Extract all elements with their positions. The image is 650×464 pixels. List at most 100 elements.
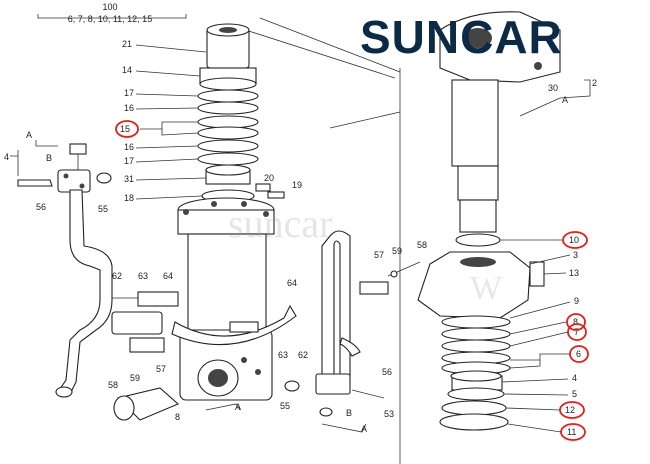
bracket-4 [10, 150, 19, 176]
part-20-bolt [255, 183, 271, 192]
pipe-53-block [315, 373, 351, 395]
part-56-bolt [17, 179, 53, 187]
label-2: 2 [592, 78, 597, 88]
part-b-bolt-head [69, 143, 87, 155]
label-17b: 17 [124, 156, 134, 166]
watermark: suncar [228, 201, 333, 246]
label-30: 30 [548, 83, 558, 93]
label-56a: 56 [36, 202, 46, 212]
label-4: 4 [4, 152, 9, 162]
label-11: 11 [567, 427, 576, 437]
bracket-a2 [205, 403, 241, 411]
left-bracket [110, 291, 179, 353]
cylinder-flange [177, 209, 275, 235]
seal-ring-17b [197, 152, 259, 166]
label-58a: 58 [417, 240, 427, 250]
ring-12 [441, 400, 507, 416]
circle-15 [115, 120, 139, 138]
rod-lower [459, 199, 497, 233]
label-16b: 16 [124, 142, 134, 152]
label-4b: 4 [572, 373, 577, 383]
part-b2-washer [319, 407, 333, 417]
ring-11 [439, 413, 509, 431]
seal-ring-15b [197, 126, 259, 140]
elbow-end [113, 395, 135, 421]
rod-upper [451, 79, 499, 167]
label-63a: 63 [138, 271, 148, 281]
bracket-plate [137, 291, 179, 307]
kit-header: 100 6, 7, 8, 10, 11, 12, 15 [37, 2, 187, 24]
label-18: 18 [124, 193, 134, 203]
label-b1: B [46, 153, 52, 163]
bracket-a3 [321, 423, 367, 433]
label-58b: 58 [108, 380, 118, 390]
kit-bracket [37, 14, 187, 19]
part-14-edge [199, 77, 257, 91]
label-17a: 17 [124, 88, 134, 98]
label-62b: 62 [298, 350, 308, 360]
bracket-block [111, 311, 163, 335]
part-30-pin [534, 62, 542, 70]
ring-7 [441, 339, 511, 353]
label-64b: 64 [287, 278, 297, 288]
part-31-top [205, 164, 251, 176]
label-55b: 55 [280, 401, 290, 411]
circle-8 [566, 313, 586, 331]
part-21-bore [219, 27, 237, 33]
label-7: 7 [574, 327, 579, 337]
pipe-body [57, 189, 113, 395]
label-8c: 8 [573, 317, 578, 327]
label-62a: 62 [112, 271, 122, 281]
seal-ring-17a [197, 89, 259, 103]
label-21: 21 [122, 39, 132, 49]
label-31: 31 [124, 174, 134, 184]
leader-lines [135, 44, 571, 433]
label-64a: 64 [163, 271, 173, 281]
label-56b: 56 [382, 367, 392, 377]
label-57b: 57 [156, 364, 166, 374]
part-55-oring [96, 172, 112, 184]
rod-assembly [417, 11, 561, 431]
rod-middle [457, 165, 499, 201]
hose-clip [339, 337, 361, 357]
pipe-flange-block [57, 169, 91, 193]
pipe-end [55, 386, 73, 398]
label-15: 15 [120, 124, 130, 134]
label-53: 53 [384, 409, 394, 419]
label-55a: 55 [98, 204, 108, 214]
part-19-washer [267, 191, 285, 199]
ring-9 [441, 315, 511, 329]
part-13-bolt [529, 261, 545, 287]
kit-contents: 6, 7, 8, 10, 11, 12, 15 [68, 14, 152, 24]
label-8: 8 [175, 412, 180, 422]
part-10-seal [455, 233, 501, 247]
bracket-2 [559, 79, 591, 99]
pipe-53 [321, 230, 351, 381]
rod-head-assembly [197, 23, 285, 203]
label-3: 3 [573, 250, 578, 260]
label-19: 19 [292, 180, 302, 190]
clamp-band-64 [171, 304, 297, 346]
clamp-band [171, 304, 297, 346]
label-a4: A [562, 95, 568, 105]
label-5: 5 [572, 389, 577, 399]
bracket-lower [129, 337, 165, 353]
part-56b-bolt [351, 389, 385, 399]
logo-text: SUNCAR [360, 11, 563, 63]
label-9: 9 [574, 296, 579, 306]
label-20: 20 [264, 173, 274, 183]
ring-5 [447, 387, 505, 401]
leader-a4 [519, 97, 561, 117]
leader-a-top [329, 111, 401, 129]
part-55b-oring [284, 380, 300, 392]
kit-code: 100 [102, 2, 117, 12]
part-3-gland [417, 251, 531, 319]
label-59b: 59 [130, 373, 140, 383]
kit-highlight-circles [115, 120, 589, 441]
left-pipe-assembly [10, 140, 113, 398]
label-59a: 59 [392, 246, 402, 256]
header-leader-line [229, 24, 396, 79]
label-a2: A [235, 402, 241, 412]
